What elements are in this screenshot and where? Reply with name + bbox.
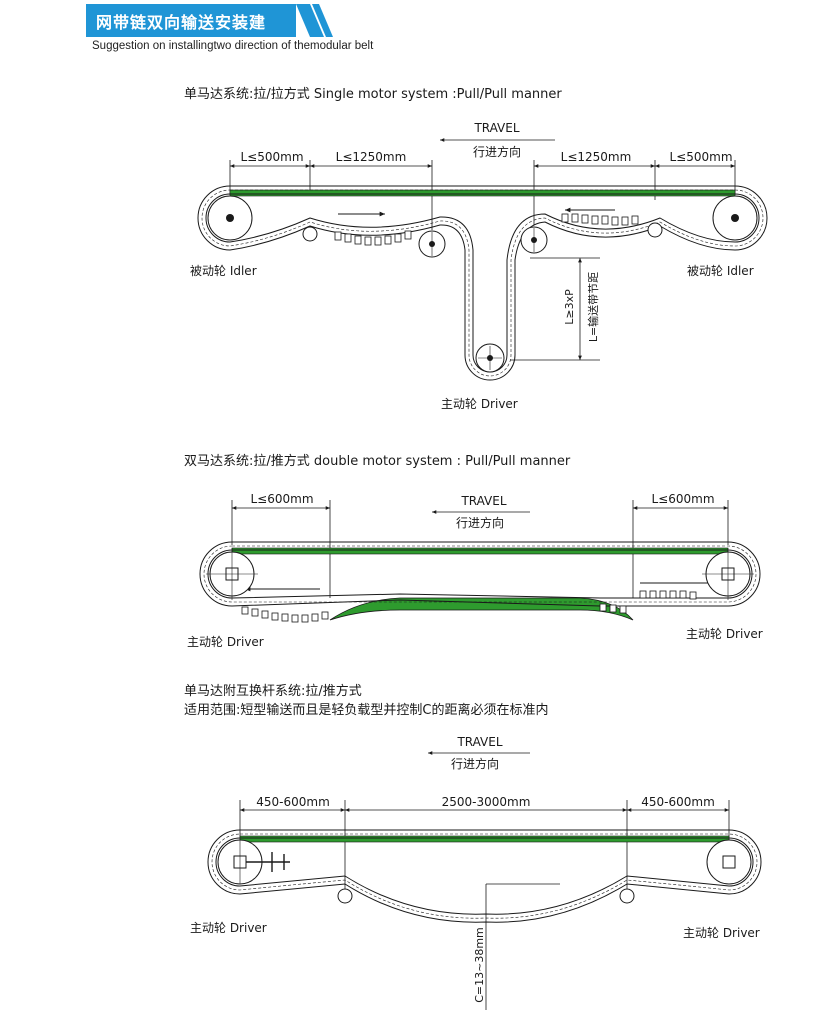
s1-dim-right-inner: L≤1250mm: [561, 150, 632, 164]
section1-diagram: TRAVEL 行进方向 L≤500mm L≤1250mm L≤1250mm L≤…: [190, 121, 768, 411]
s2-driver-left-label: 主动轮 Driver: [187, 635, 264, 649]
s1-travel-cn: 行进方向: [473, 144, 521, 159]
s3-driver-left-label: 主动轮 Driver: [190, 921, 267, 935]
section2-title: 双马达系统:拉/推方式 double motor system : Pull/P…: [184, 454, 571, 469]
s3-dim-left: 450-600mm: [256, 795, 330, 809]
s2-driver-right-label: 主动轮 Driver: [686, 627, 763, 641]
s3-travel-cn: 行进方向: [451, 756, 499, 771]
s2-dim-right: L≤600mm: [651, 492, 714, 506]
section3-diagram: TRAVEL 行进方向 450-600mm 2500-3000mm 450-60…: [190, 735, 762, 1010]
s2-top-belt: [231, 547, 729, 555]
s1-idler-left-label: 被动轮 Idler: [190, 264, 257, 278]
s3-c-dim: C=13~38mm: [473, 927, 486, 1003]
s1-idler-right-label: 被动轮 Idler: [687, 264, 754, 278]
s1-dim-left-outer: L≤500mm: [240, 150, 303, 164]
section3-title: 单马达附互换杆系统:拉/推方式: [184, 684, 362, 699]
s1-dim-right-outer: L≤500mm: [669, 150, 732, 164]
s3-dim-right: 450-600mm: [641, 795, 715, 809]
s1-vertical-dim-cn: L=输送带节距: [586, 272, 600, 342]
section3-scope: 适用范围:短型输送而且是轻负载型并控制C的距离必须在标准内: [184, 703, 549, 718]
header-title: 网带链双向输送安装建: [96, 13, 267, 32]
s3-travel-label: TRAVEL: [456, 735, 502, 749]
header-banner: [86, 4, 333, 37]
header-subtitle: Suggestion on installingtwo direction of…: [92, 40, 374, 52]
s2-dim-left: L≤600mm: [250, 492, 313, 506]
section1-title: 单马达系统:拉/拉方式 Single motor system :Pull/Pu…: [184, 87, 562, 102]
s1-top-belt: [229, 189, 736, 197]
s3-top-belt: [239, 835, 730, 843]
s2-travel-label: TRAVEL: [460, 494, 506, 508]
s1-dim-left-inner: L≤1250mm: [336, 150, 407, 164]
s2-travel-cn: 行进方向: [456, 515, 504, 530]
s3-driver-right-label: 主动轮 Driver: [683, 926, 760, 940]
section2-diagram: TRAVEL 行进方向 L≤600mm L≤600mm: [187, 492, 763, 649]
s1-travel-label: TRAVEL: [473, 121, 519, 135]
s1-vertical-dim: L≥3xP: [563, 289, 576, 325]
s3-dim-middle: 2500-3000mm: [442, 795, 531, 809]
s1-driver-label: 主动轮 Driver: [441, 397, 518, 411]
